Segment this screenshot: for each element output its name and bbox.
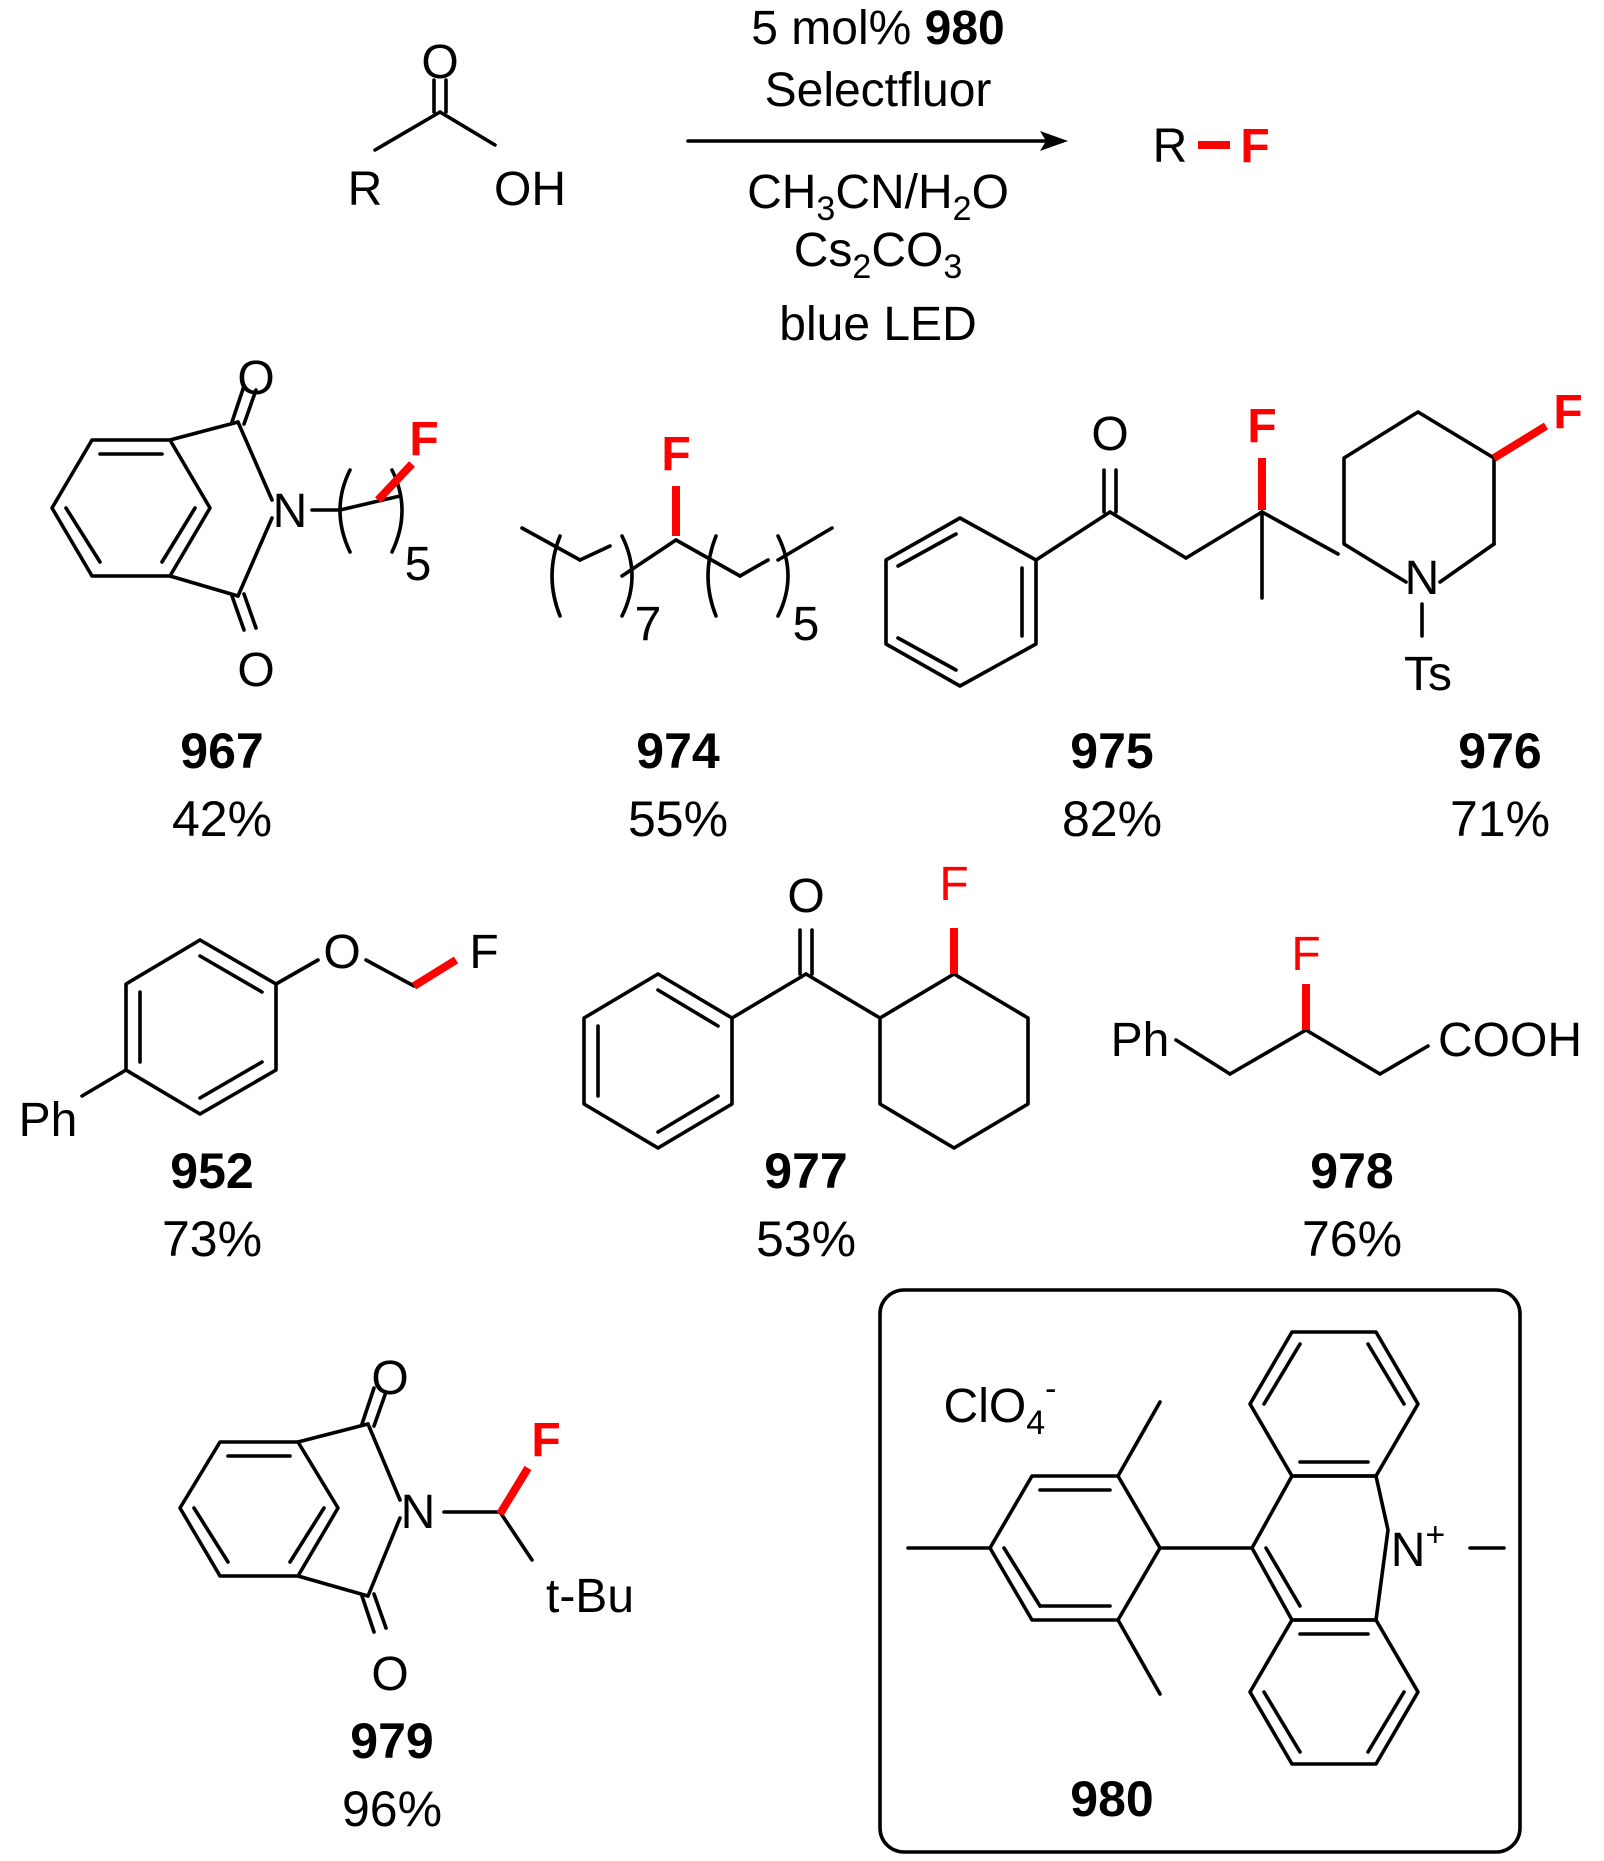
compound-977-structure: O F (582, 858, 1030, 1150)
catalyst-number: 980 (1070, 1771, 1153, 1827)
ph-group: Ph (1111, 1014, 1170, 1067)
atom-f: F (1240, 120, 1269, 173)
repeat-count: 5 (793, 598, 820, 651)
compound-yield: 71% (1450, 791, 1550, 847)
atom-f: F (1247, 400, 1276, 453)
atom-f: F (469, 926, 498, 979)
compound-974-structure: F 7 5 (520, 428, 834, 651)
atom-r: R (1153, 120, 1188, 173)
atom-n: N (401, 1486, 436, 1539)
compound-yield: 42% (172, 791, 272, 847)
atom-n: N (273, 485, 308, 538)
atom-f: F (661, 428, 690, 481)
atom-oh: OH (494, 163, 566, 216)
atom-n-plus: N+ (1391, 1516, 1446, 1577)
compound-yield: 73% (162, 1211, 262, 1267)
compound-yield: 53% (756, 1211, 856, 1267)
compound-978-structure: Ph F COOH (1111, 928, 1582, 1076)
atom-o: O (371, 1648, 408, 1701)
cooh-group: COOH (1438, 1014, 1582, 1067)
repeat-count: 7 (635, 598, 662, 651)
condition-base: Cs2CO3 (794, 224, 963, 286)
compound-number: 967 (180, 723, 263, 779)
atom-o: O (371, 1352, 408, 1405)
atom-f: F (939, 858, 968, 911)
compound-yield: 76% (1302, 1211, 1402, 1267)
atom-f: F (1291, 928, 1320, 981)
compound-yield: 96% (342, 1781, 442, 1837)
compound-yield: 82% (1062, 791, 1162, 847)
condition-light: blue LED (779, 298, 976, 351)
compound-979-structure: O O N F t-Bu (178, 1352, 634, 1701)
tbu-group: t-Bu (546, 1570, 634, 1623)
compound-975-structure: O F (884, 400, 1340, 688)
atom-o: O (237, 352, 274, 405)
compound-number: 978 (1310, 1143, 1393, 1199)
atom-f: F (531, 1414, 560, 1467)
condition-solvent: CH3CN/H2O (747, 166, 1009, 228)
arrow-head (1040, 131, 1068, 151)
compound-number: 976 (1458, 723, 1541, 779)
atom-n: N (1405, 552, 1440, 605)
compound-number: 974 (636, 723, 720, 779)
counterion-perchlorate: ClO4- (944, 1370, 1057, 1442)
compound-967-structure: O O N F 5 (50, 352, 439, 697)
catalyst-980-box: ClO4- N+ 980 (878, 1288, 1522, 1854)
compound-number: 975 (1070, 723, 1153, 779)
compound-number: 952 (170, 1143, 253, 1199)
compound-976-structure: N Ts F (1342, 386, 1583, 701)
condition-catalyst-loading: 5 mol% 980 (751, 2, 1004, 55)
atom-o: O (421, 36, 458, 89)
atom-r: R (348, 163, 383, 216)
compound-number: 977 (764, 1143, 847, 1199)
atom-o: O (237, 644, 274, 697)
atom-f: F (409, 413, 438, 466)
product-alkyl-fluoride: R F (1153, 120, 1270, 173)
atom-o: O (787, 870, 824, 923)
compound-yield: 55% (628, 791, 728, 847)
atom-f: F (1553, 386, 1582, 439)
reaction-conditions: 5 mol% 980 Selectfluor CH3CN/H2O Cs2CO3 … (686, 2, 1068, 351)
ph-group: Ph (19, 1094, 78, 1147)
reactant-carboxylic-acid: O R OH (348, 36, 566, 216)
condition-reagent: Selectfluor (765, 64, 992, 117)
repeat-count: 5 (405, 538, 432, 591)
atom-o: O (1091, 408, 1128, 461)
atom-o: O (323, 926, 360, 979)
compound-number: 979 (350, 1713, 433, 1769)
ts-group: Ts (1404, 648, 1452, 701)
compound-952-structure: O F Ph (19, 926, 499, 1147)
